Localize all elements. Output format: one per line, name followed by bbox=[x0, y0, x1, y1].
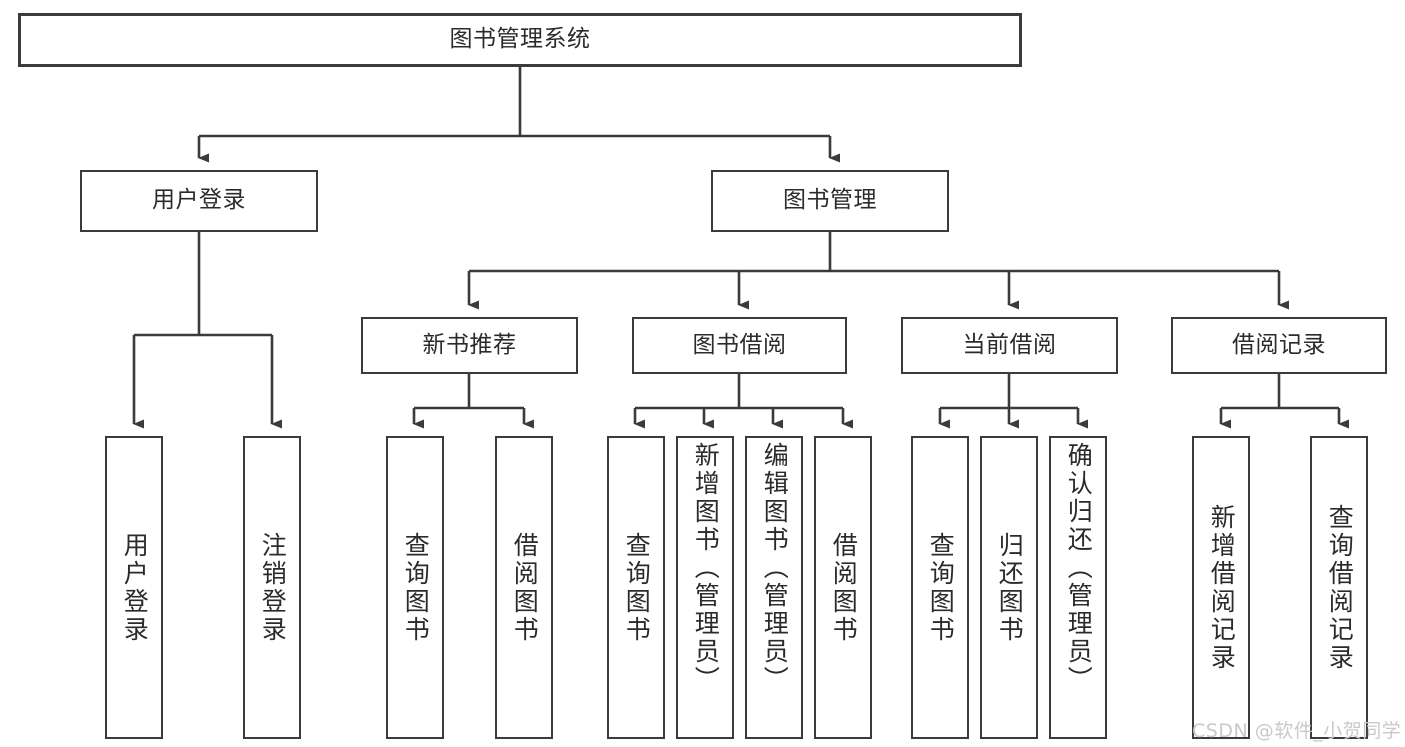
node-new-book-recommend[interactable]: 新书推荐 bbox=[361, 317, 578, 374]
node-borrow-record-label: 借阅记录 bbox=[1232, 331, 1326, 358]
node-leaf-user-login[interactable]: 用户登录 bbox=[105, 436, 163, 739]
node-current-borrow[interactable]: 当前借阅 bbox=[901, 317, 1118, 374]
node-user-login[interactable]: 用户登录 bbox=[80, 170, 318, 232]
node-leaf-user-logout-label: 注销登录 bbox=[258, 531, 288, 644]
node-leaf-query-book-2-label: 查询图书 bbox=[622, 531, 652, 644]
node-leaf-query-record-label: 查询借阅记录 bbox=[1325, 503, 1355, 672]
node-borrow-record[interactable]: 借阅记录 bbox=[1171, 317, 1387, 374]
node-leaf-query-book-3[interactable]: 查询图书 bbox=[911, 436, 969, 739]
node-leaf-query-book-3-label: 查询图书 bbox=[926, 531, 956, 644]
node-leaf-borrow-book-1-label: 借阅图书 bbox=[510, 531, 540, 644]
node-leaf-confirm-return-label: 确认归还（管理员） bbox=[1064, 442, 1094, 694]
node-book-borrow-label: 图书借阅 bbox=[692, 331, 787, 358]
node-leaf-borrow-book-2[interactable]: 借阅图书 bbox=[814, 436, 872, 739]
node-leaf-borrow-book-1[interactable]: 借阅图书 bbox=[495, 436, 553, 739]
node-leaf-add-book[interactable]: 新增图书（管理员） bbox=[676, 436, 734, 739]
node-leaf-query-book-2[interactable]: 查询图书 bbox=[607, 436, 665, 739]
node-user-login-label: 用户登录 bbox=[152, 187, 246, 214]
node-leaf-edit-book-label: 编辑图书（管理员） bbox=[760, 442, 790, 694]
node-leaf-edit-book[interactable]: 编辑图书（管理员） bbox=[745, 436, 803, 739]
node-root[interactable]: 图书管理系统 bbox=[18, 13, 1022, 67]
node-book-manage-label: 图书管理 bbox=[783, 187, 877, 214]
node-current-borrow-label: 当前借阅 bbox=[962, 331, 1057, 358]
node-leaf-query-record[interactable]: 查询借阅记录 bbox=[1310, 436, 1368, 739]
node-leaf-return-book-label: 归还图书 bbox=[995, 531, 1025, 644]
node-book-manage[interactable]: 图书管理 bbox=[711, 170, 949, 232]
node-leaf-return-book[interactable]: 归还图书 bbox=[980, 436, 1038, 739]
csdn-watermark: CSDN @软件_小贺同学 bbox=[1192, 720, 1402, 742]
node-leaf-add-record-label: 新增借阅记录 bbox=[1207, 503, 1237, 672]
node-leaf-user-logout[interactable]: 注销登录 bbox=[243, 436, 301, 739]
node-leaf-confirm-return[interactable]: 确认归还（管理员） bbox=[1049, 436, 1107, 739]
node-new-book-recommend-label: 新书推荐 bbox=[422, 331, 517, 358]
node-book-borrow[interactable]: 图书借阅 bbox=[632, 317, 847, 374]
node-leaf-borrow-book-2-label: 借阅图书 bbox=[829, 531, 859, 644]
node-leaf-add-record[interactable]: 新增借阅记录 bbox=[1192, 436, 1250, 739]
node-root-label: 图书管理系统 bbox=[449, 26, 591, 53]
node-leaf-query-book-1-label: 查询图书 bbox=[401, 531, 431, 644]
node-leaf-user-login-label: 用户登录 bbox=[120, 531, 150, 644]
node-leaf-query-book-1[interactable]: 查询图书 bbox=[386, 436, 444, 739]
node-leaf-add-book-label: 新增图书（管理员） bbox=[691, 442, 721, 694]
